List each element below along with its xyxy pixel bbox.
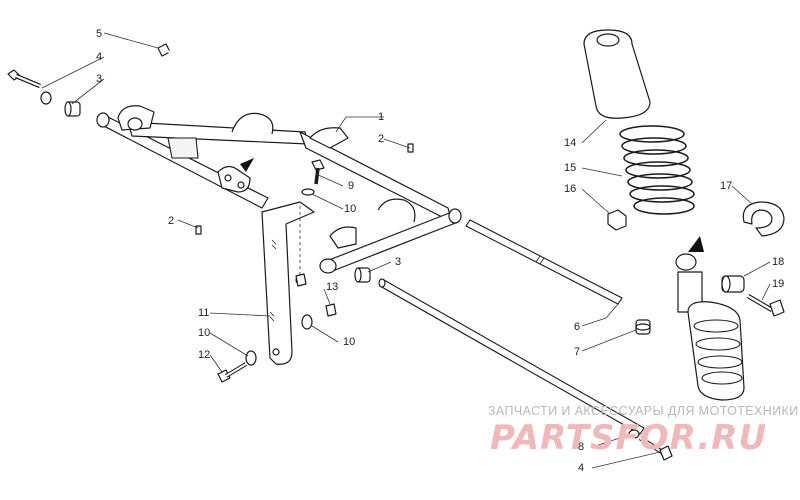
callout-17: 17 (720, 180, 732, 192)
shock-absorber (675, 236, 745, 401)
callout-13: 13 (326, 281, 338, 293)
leader-lines (41, 32, 771, 469)
callout-4-bottom: 4 (578, 462, 584, 474)
nut (607, 209, 627, 231)
bolt-lower (628, 429, 673, 461)
callout-9: 9 (348, 180, 354, 192)
long-bolt (157, 43, 246, 97)
small-fasteners (195, 143, 414, 235)
swing-arm-frame (96, 105, 462, 274)
bushing-left (64, 101, 81, 117)
callout-7: 7 (574, 346, 580, 358)
callout-12: 12 (198, 349, 210, 361)
watermark-subtitle: ЗАПЧАСТИ И АКСЕССУАРЫ ДЛЯ МОТОТЕХНИКИ (488, 404, 799, 418)
callout-19: 19 (772, 278, 784, 290)
callout-4-top: 4 (96, 51, 102, 63)
callout-15: 15 (564, 162, 576, 174)
bolt-top-left (7, 69, 52, 105)
callout-5: 5 (96, 28, 102, 40)
watermark-logo: PARTSFOR.RU (490, 418, 768, 458)
bushing-center (354, 267, 371, 283)
spring-retainer (742, 201, 785, 237)
callout-1: 1 (378, 111, 384, 123)
callout-3-top: 3 (96, 73, 102, 85)
spring (619, 125, 695, 215)
callout-numbers: 5 4 3 1 2 2 9 10 3 13 11 10 12 10 6 7 14… (96, 28, 784, 474)
shaft (465, 219, 623, 305)
bushing-right (635, 319, 651, 335)
callout-18: 18 (772, 256, 784, 268)
callout-8: 8 (578, 441, 584, 453)
long-axle (378, 278, 645, 435)
callout-10-top: 10 (344, 203, 356, 215)
callout-14: 14 (564, 137, 576, 149)
callout-16: 16 (564, 183, 576, 195)
bump-stop (583, 29, 651, 119)
callout-6: 6 (574, 321, 580, 333)
callout-3-center: 3 (395, 256, 401, 268)
callout-10-right: 10 (343, 336, 355, 348)
callout-11: 11 (198, 307, 209, 319)
lower-hardware (217, 273, 337, 383)
callout-2-right: 2 (378, 133, 384, 145)
callout-10-left: 10 (198, 327, 210, 339)
callout-2-left: 2 (168, 215, 174, 227)
shock-hardware (721, 275, 785, 317)
